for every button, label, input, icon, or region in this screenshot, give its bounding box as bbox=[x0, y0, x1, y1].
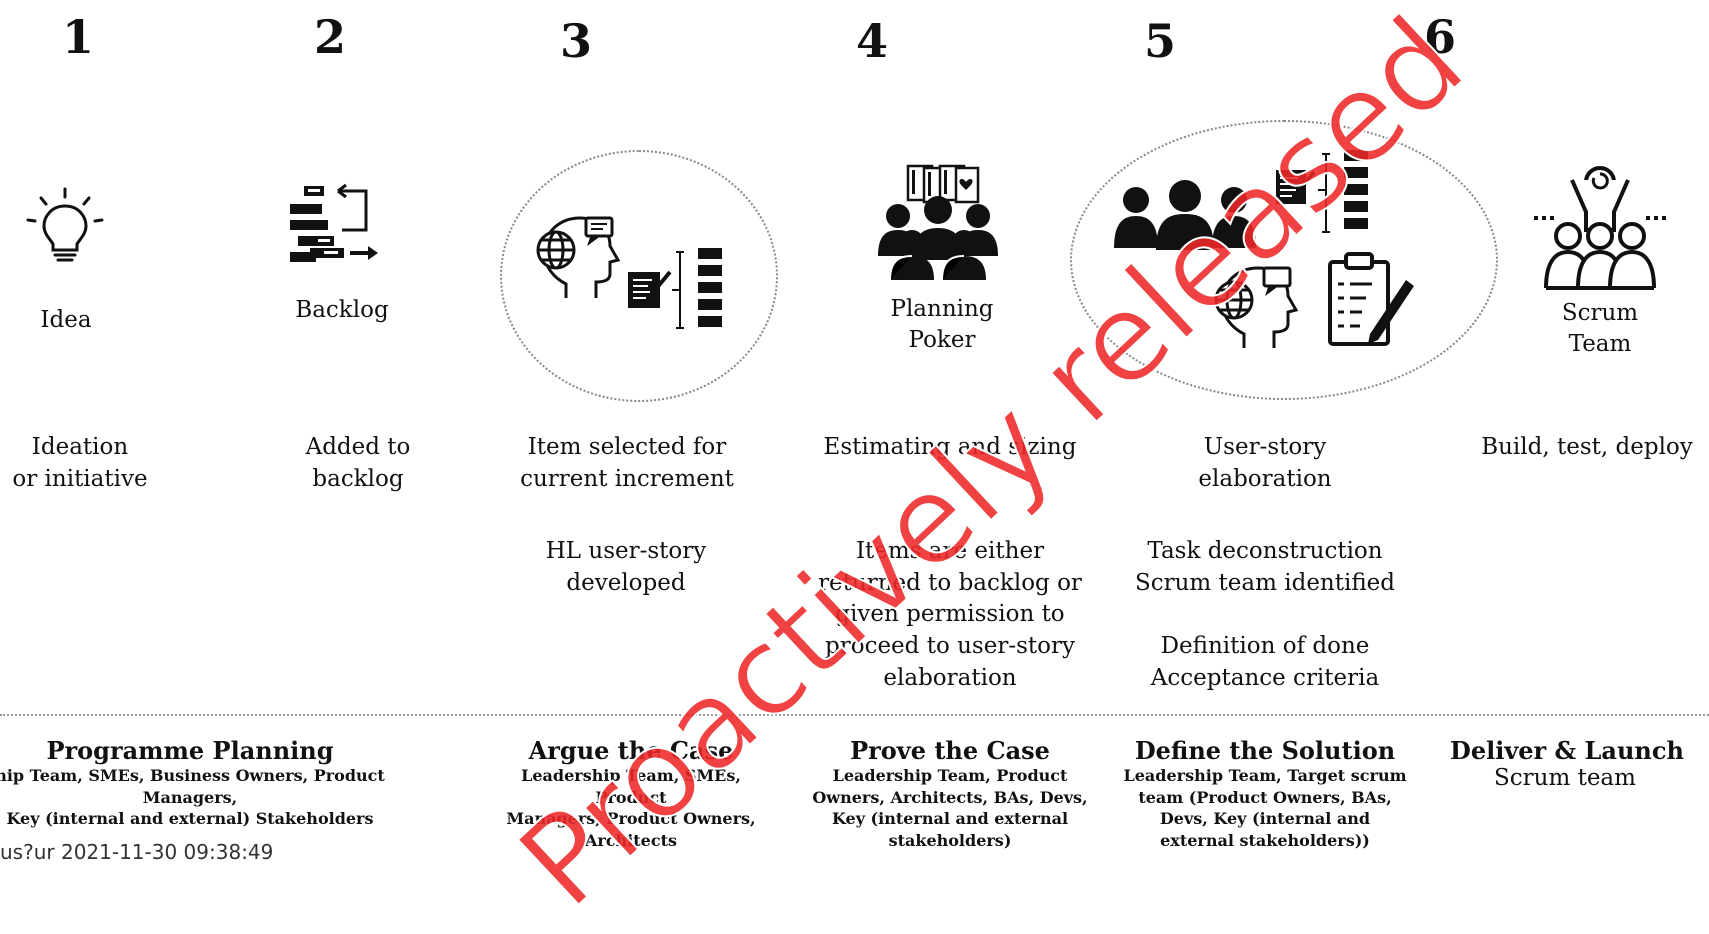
team-group-icon bbox=[1114, 180, 1256, 250]
thinking-head-icon-2 bbox=[1214, 266, 1299, 348]
step-3-highlight-circle bbox=[500, 150, 778, 402]
step-number-2: 2 bbox=[313, 10, 346, 64]
document-list-icon-2 bbox=[1276, 150, 1368, 233]
lightbulb-icon bbox=[26, 187, 104, 262]
step-label-scrum-team: Scrum Team bbox=[1561, 300, 1639, 358]
phase-title: Argue the Case bbox=[528, 736, 734, 765]
clipboard-icon bbox=[1328, 252, 1414, 346]
step-number-1: 1 bbox=[61, 10, 94, 64]
step-number-5: 5 bbox=[1143, 14, 1176, 68]
phase-programme-planning: Programme Planning hip Team, SMEs, Busin… bbox=[0, 736, 420, 830]
phase-stakeholders: Leadership Team, SMEs, Product Managers,… bbox=[506, 766, 756, 850]
step-number-4: 4 bbox=[855, 14, 888, 68]
phase-stakeholders: Leadership Team, Target scrum team (Prod… bbox=[1123, 766, 1407, 850]
phase-define-the-solution: Define the Solution Leadership Team, Tar… bbox=[1120, 736, 1410, 851]
step-number-3: 3 bbox=[559, 14, 592, 68]
step-4-description: Estimating and sizing bbox=[823, 434, 1077, 460]
step-3-description: Item selected for current increment bbox=[520, 434, 734, 492]
step-5-detail: Task deconstruction Scrum team identifie… bbox=[1134, 538, 1396, 691]
step-6-description: Build, test, deploy bbox=[1481, 434, 1693, 460]
step-5-description: User-story elaboration bbox=[1198, 434, 1332, 492]
phase-argue-the-case: Argue the Case Leadership Team, SMEs, Pr… bbox=[486, 736, 776, 851]
thinking-head-icon bbox=[536, 216, 621, 298]
planning-poker-icon bbox=[878, 164, 998, 281]
step-label-backlog: Backlog bbox=[295, 297, 389, 323]
step-1-description: Ideation or initiative bbox=[12, 434, 148, 492]
phase-title: Prove the Case bbox=[850, 736, 1050, 765]
phase-stakeholders: hip Team, SMEs, Business Owners, Product… bbox=[0, 766, 385, 829]
footer-timestamp: us?ur 2021-11-30 09:38:49 bbox=[0, 840, 274, 864]
phase-stakeholders: Scrum team bbox=[1494, 765, 1636, 791]
step-label-planning-poker: Planning Poker bbox=[890, 296, 994, 354]
phase-prove-the-case: Prove the Case Leadership Team, Product … bbox=[810, 736, 1090, 851]
step-number-6: 6 bbox=[1423, 10, 1456, 64]
step-2-description: Added to backlog bbox=[305, 434, 411, 492]
phase-title: Define the Solution bbox=[1134, 736, 1396, 765]
step-4-detail: Items are either returned to backlog or … bbox=[818, 538, 1082, 691]
step-label-idea: Idea bbox=[40, 307, 92, 333]
phase-divider bbox=[0, 714, 1709, 716]
phase-title: Programme Planning bbox=[46, 736, 334, 765]
step-3-detail: HL user-story developed bbox=[545, 538, 707, 596]
scrum-team-icon bbox=[1534, 166, 1666, 290]
phase-title: Deliver & Launch bbox=[1450, 736, 1684, 765]
phase-deliver-and-launch: Deliver & Launch Scrum team bbox=[1450, 736, 1684, 791]
document-list-icon bbox=[628, 248, 722, 329]
phase-stakeholders: Leadership Team, Product Owners, Archite… bbox=[812, 766, 1088, 850]
backlog-icon bbox=[290, 183, 378, 262]
step-5-highlight-circle bbox=[1070, 120, 1498, 400]
